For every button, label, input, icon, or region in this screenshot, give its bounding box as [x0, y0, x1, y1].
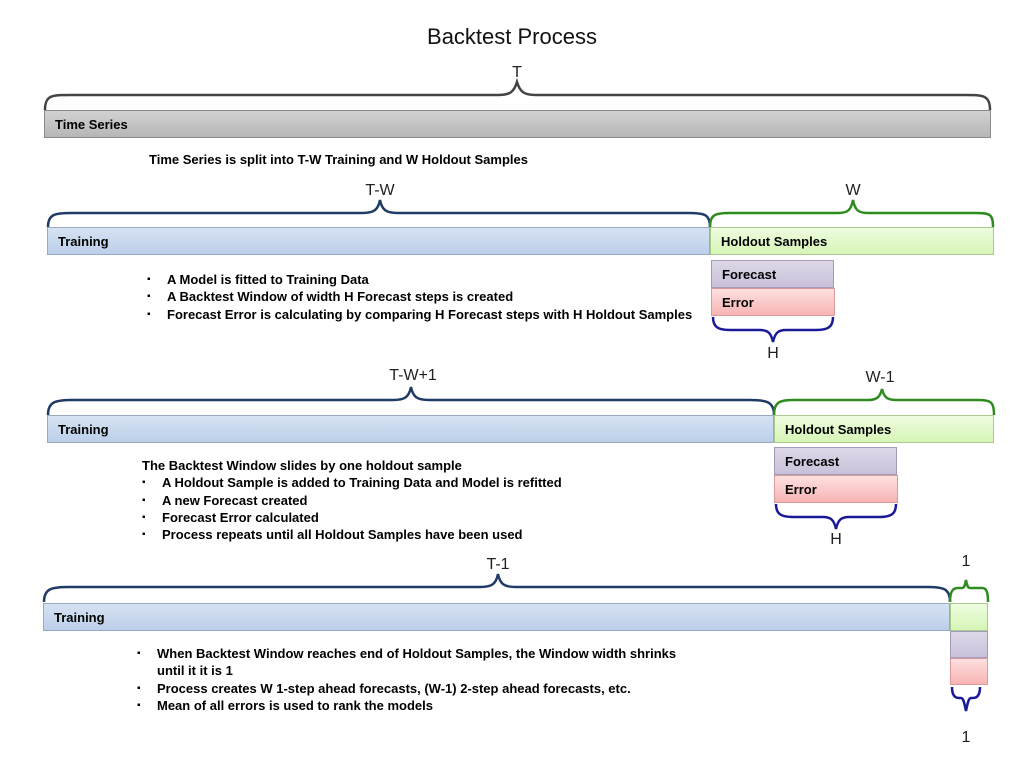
- page-title: Backtest Process: [427, 24, 597, 49]
- forecast-box-row2: Forecast: [711, 260, 834, 288]
- time-series-label: Time Series: [55, 116, 128, 132]
- forecast-label: Forecast: [722, 266, 777, 282]
- h-label-row2: H: [767, 345, 779, 362]
- slide-intro-text: The Backtest Window slides by one holdou…: [142, 458, 462, 473]
- brace-label-one-bottom: 1: [961, 729, 971, 746]
- training-bar-row2: Training: [47, 227, 710, 255]
- slide-intro: The Backtest Window slides by one holdou…: [142, 457, 762, 544]
- time-series-bar: Time Series: [44, 110, 991, 138]
- holdout-cell-row4: [950, 603, 988, 631]
- h-label-row3: H: [830, 531, 842, 548]
- list-item: A Backtest Window of width H Forecast st…: [147, 288, 707, 306]
- holdout-bar-row3: Holdout Samples: [774, 415, 994, 443]
- brace-label-w: W: [845, 182, 861, 199]
- bullet-list-row4: When Backtest Window reaches end of Hold…: [137, 645, 697, 714]
- bullet-list-row2: A Model is fitted to Training Data A Bac…: [147, 271, 707, 323]
- error-label: Error: [785, 481, 817, 497]
- training-bar-row3: Training: [47, 415, 774, 443]
- error-cell-row4: [950, 658, 988, 685]
- list-item: Forecast Error is calculating by compari…: [147, 306, 707, 324]
- holdout-label: Holdout Samples: [721, 233, 828, 249]
- error-label: Error: [722, 294, 754, 310]
- bullet-list-row3: A Holdout Sample is added to Training Da…: [142, 474, 762, 543]
- list-item: Mean of all errors is used to rank the m…: [137, 697, 697, 715]
- forecast-cell-row4: [950, 631, 988, 658]
- brace-label-t: T: [512, 64, 522, 81]
- list-item: Process repeats until all Holdout Sample…: [142, 526, 762, 544]
- list-item: Process creates W 1-step ahead forecasts…: [137, 680, 697, 698]
- training-label: Training: [58, 233, 109, 249]
- brace-label-one-top: 1: [961, 553, 971, 570]
- list-item: When Backtest Window reaches end of Hold…: [137, 645, 697, 680]
- forecast-box-row3: Forecast: [774, 447, 897, 475]
- training-label: Training: [54, 609, 105, 625]
- error-box-row2: Error: [711, 288, 835, 316]
- split-caption: Time Series is split into T-W Training a…: [149, 152, 528, 167]
- list-item: Forecast Error calculated: [142, 509, 762, 527]
- brace-label-w-minus-1: W-1: [865, 369, 895, 386]
- holdout-label: Holdout Samples: [785, 421, 892, 437]
- list-item: A new Forecast created: [142, 492, 762, 510]
- forecast-label: Forecast: [785, 453, 840, 469]
- error-box-row3: Error: [774, 475, 898, 503]
- brace-label-t-minus-1: T-1: [486, 556, 510, 573]
- list-item: A Holdout Sample is added to Training Da…: [142, 474, 762, 492]
- list-item: A Model is fitted to Training Data: [147, 271, 707, 289]
- training-bar-row4: Training: [43, 603, 950, 631]
- holdout-bar-row2: Holdout Samples: [710, 227, 994, 255]
- training-label: Training: [58, 421, 109, 437]
- brace-label-t-w: T-W: [365, 182, 395, 199]
- brace-label-t-w-plus-1: T-W+1: [389, 367, 437, 384]
